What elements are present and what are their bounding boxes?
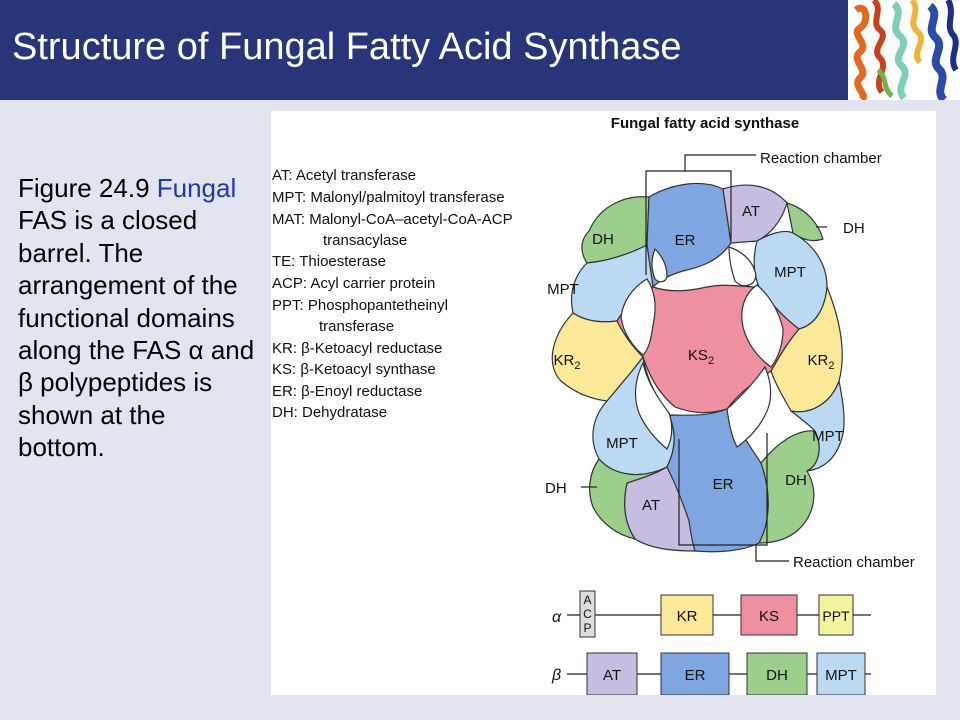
label-mpt-bottom-right: MPT <box>812 428 844 445</box>
acp-letter: P <box>583 621 591 635</box>
legend-line: KS: β-Ketoacyl synthase <box>272 361 436 378</box>
label-mpt-top-left: MPT <box>547 281 579 298</box>
label-mpt-top-right: MPT <box>774 264 806 281</box>
figure-panel: Fungal fatty acid synthase AT: Acetyl tr… <box>271 111 936 695</box>
beta-at-box <box>586 652 638 695</box>
caption-highlight-fungal: Fungal <box>156 173 237 203</box>
fas-diagram: Fungal fatty acid synthase AT: Acetyl tr… <box>272 115 915 695</box>
protein-structure-image <box>848 0 960 103</box>
domain-mpt-bottom-right <box>790 378 845 472</box>
reaction-chamber-holes <box>620 246 784 450</box>
fas-barrel <box>551 182 845 553</box>
acp-box <box>579 590 596 638</box>
domain-dh-bottom-right <box>757 430 820 544</box>
label-at-top: AT <box>742 203 760 220</box>
beta-mpt-label: MPT <box>825 667 857 684</box>
legend-line: PPT: Phosphopantetheinyl <box>272 297 448 314</box>
figure-title: Fungal fatty acid synthase <box>611 115 799 132</box>
label-mpt-bottom-left: MPT <box>606 435 638 452</box>
label-er-bottom: ER <box>713 476 734 493</box>
alpha-ks-label: KS <box>759 608 779 625</box>
acp-letter: C <box>583 607 592 621</box>
label-er-top: ER <box>675 232 696 249</box>
beta-label: β <box>551 667 561 684</box>
legend-line: ACP: Acyl carrier protein <box>272 275 435 292</box>
legend-line: KR: β-Ketoacyl reductase <box>272 340 442 357</box>
alpha-ppt-label: PPT <box>822 608 850 624</box>
legend-line: TE: Thioesterase <box>272 253 386 270</box>
beta-mpt-box <box>816 652 866 695</box>
callout-lines <box>581 154 827 562</box>
slide-title: Structure of Fungal Fatty Acid Synthase <box>12 26 682 68</box>
acp-letter: A <box>583 593 591 607</box>
callout-dh-left: DH <box>545 480 567 497</box>
callout-dh-right: DH <box>843 220 865 237</box>
caption-part-1: Figure 24.9 <box>18 173 157 203</box>
legend-line: transferase <box>319 318 394 335</box>
alpha-ppt-box <box>818 594 854 636</box>
legend-line: MAT: Malonyl-CoA–acetyl-CoA-ACP <box>272 211 513 228</box>
title-bar: Structure of Fungal Fatty Acid Synthase <box>0 0 960 103</box>
label-ks: KS2 <box>688 347 714 367</box>
legend-line: transacylase <box>323 232 407 249</box>
beta-dh-box <box>746 652 808 695</box>
beta-er-box <box>660 652 730 695</box>
beta-chain: β AT ER DH MPT <box>551 652 871 695</box>
caption-part-3: FAS is a closed barrel. The arrangement … <box>18 205 255 463</box>
alpha-chain: α A C P KR KS PPT <box>552 590 871 638</box>
label-at-bottom: AT <box>642 497 660 514</box>
label-kr-left: KR2 <box>554 352 581 372</box>
alpha-kr-box <box>660 594 714 636</box>
domain-dh-bottom-left <box>589 458 668 540</box>
callout-reaction-chamber-top: Reaction chamber <box>760 150 882 167</box>
abbreviation-legend: AT: Acetyl transferase MPT: Malonyl/palm… <box>272 167 513 421</box>
legend-line: ER: β-Enoyl reductase <box>272 383 422 400</box>
legend-line: MPT: Malonyl/palmitoyl transferase <box>272 189 505 206</box>
beta-at-label: AT <box>603 667 621 684</box>
alpha-kr-label: KR <box>677 608 698 625</box>
legend-line: DH: Dehydratase <box>272 404 387 421</box>
beta-er-label: ER <box>685 667 706 684</box>
beta-dh-label: DH <box>766 667 788 684</box>
alpha-ks-box <box>740 594 798 636</box>
callout-reaction-chamber-bottom: Reaction chamber <box>793 554 915 571</box>
label-kr-right: KR2 <box>808 352 835 372</box>
label-dh-top-left: DH <box>592 231 614 248</box>
domain-labels: DH ER AT MPT MPT KR2 KR2 KS2 MPT MPT AT … <box>547 203 844 514</box>
alpha-label: α <box>552 609 562 626</box>
figure-caption: Figure 24.9 Fungal FAS is a closed barre… <box>18 172 258 464</box>
legend-line: AT: Acetyl transferase <box>272 167 416 184</box>
label-dh-bottom-right: DH <box>785 472 807 489</box>
